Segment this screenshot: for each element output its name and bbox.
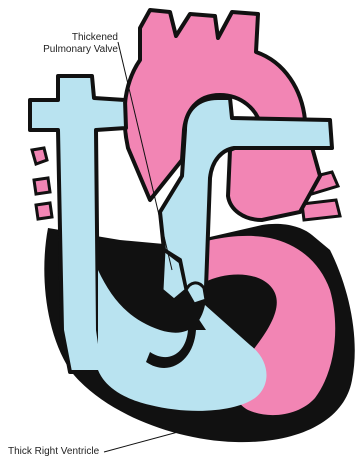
label-valve-line-2: Pulmonary Valve — [42, 44, 118, 56]
pulmonary-veins-left — [32, 148, 52, 219]
label-valve-line-1: Thickened — [42, 32, 118, 44]
label-thick-right-ventricle: Thick Right Ventricle — [8, 446, 99, 458]
label-thickened-pulmonary-valve: Thickened Pulmonary Valve — [42, 32, 118, 56]
